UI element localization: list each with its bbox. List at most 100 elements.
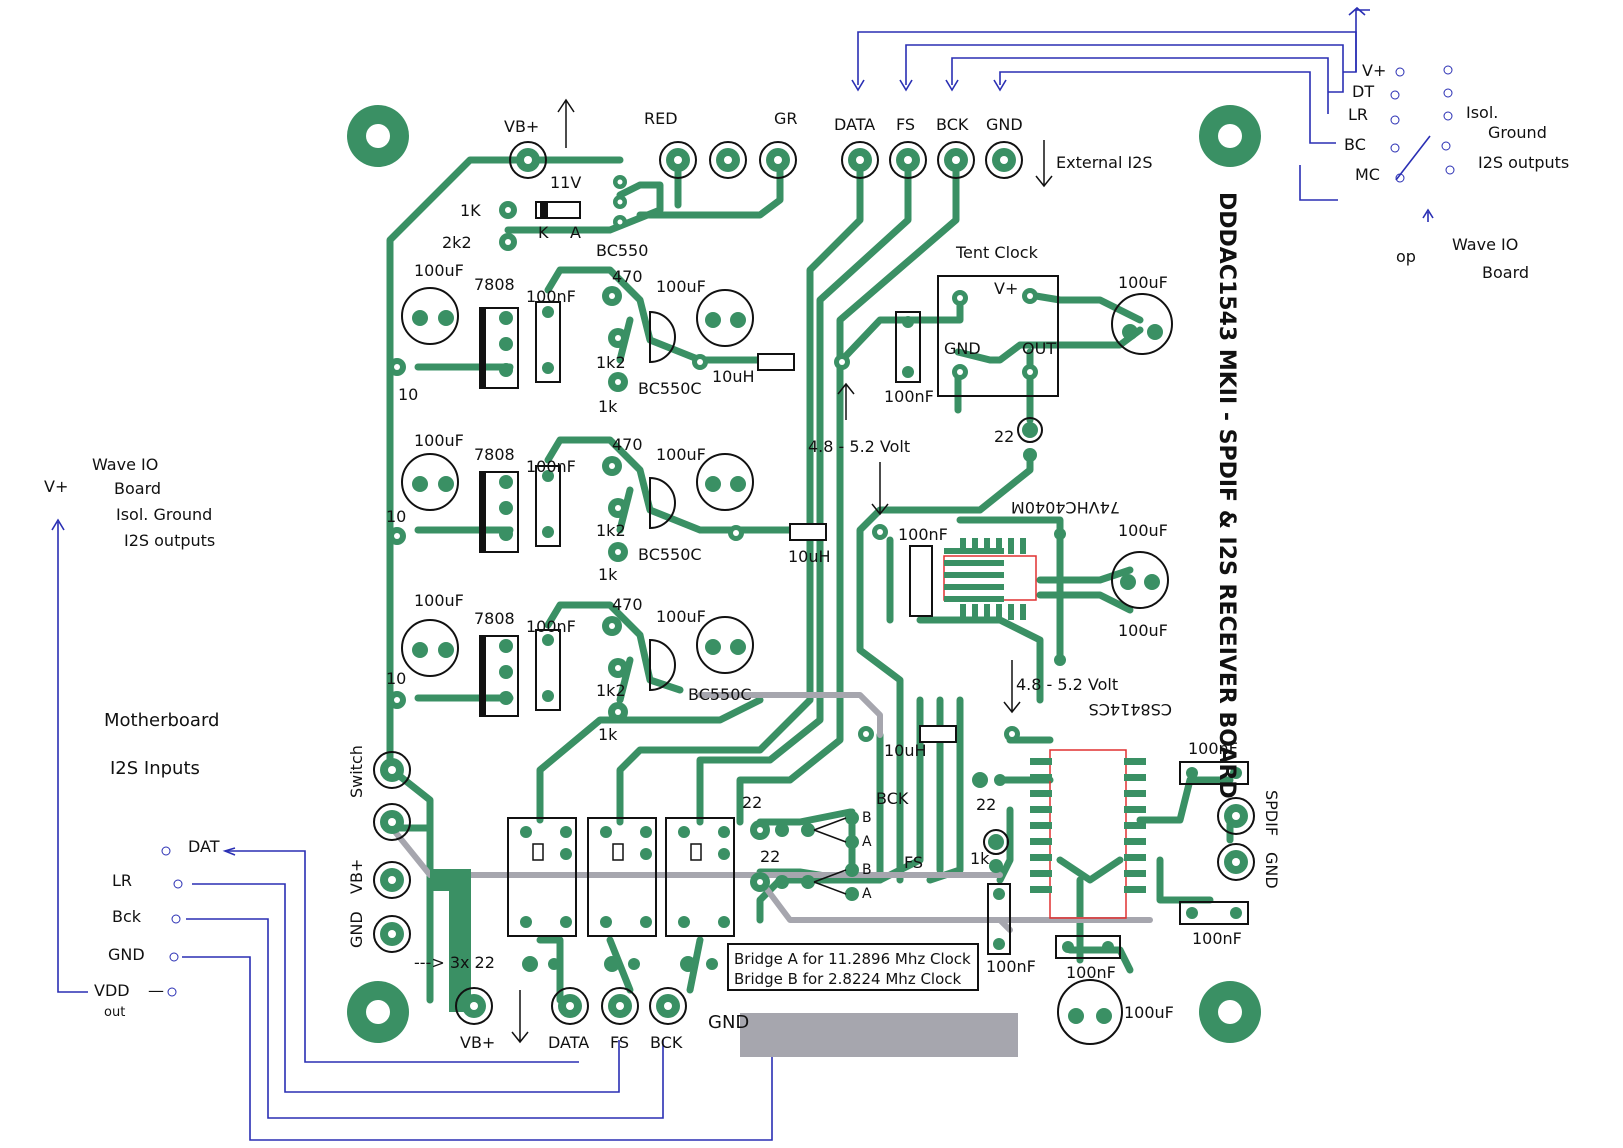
label-gnd-top: GND [986,115,1023,134]
cap-100nf-reg2 [535,465,561,547]
tent-clock-outline [937,275,1059,397]
bridge-note-box [727,943,979,991]
label-pin-a2: A [862,886,872,902]
cap-100uf-out3 [696,616,754,674]
label-bridge-b: Bridge B for 2.8224 Mhz Clock [734,970,962,988]
label-100nf-2: 100nF [526,457,576,476]
label-100nf-1: 100nF [526,287,576,306]
inductor-3 [919,725,957,743]
label-vb-left: VB+ [347,859,366,894]
label-tent-clock: Tent Clock [955,243,1039,262]
label-10-1: 10 [398,385,418,404]
label-22-rx: 22 [976,795,996,814]
label-10-3: 10 [386,669,406,688]
hw-dot [1390,143,1400,153]
label-7808-3: 7808 [474,609,515,628]
handwritten-notes: V+ DT LR BC MC Isol. Ground I2S outputs … [44,61,1569,1020]
label-bc550c-1: BC550C [638,379,702,398]
pad-vb-bottom [455,987,493,1025]
label-pin-b2: B [862,862,872,878]
hw-dot [1445,165,1455,175]
label-10uh-2: 10uH [788,547,831,566]
transistor-outline [649,638,676,692]
relay-3 [665,817,735,937]
label-voltage-1: 4.8 - 5.2 Volt [808,437,910,456]
cap-100nf-left [987,883,1011,955]
label-cap-in-2: 100uF [414,431,464,450]
hw-i2s-outputs: I2S outputs [1478,153,1569,172]
label-cap-in-1: 100uF [414,261,464,280]
regulator-7808-3 [479,635,519,717]
inductor-2 [789,523,827,541]
hw-dot [161,846,171,856]
label-7808-2: 7808 [474,445,515,464]
hw-left-vplus: V+ [44,477,68,496]
label-bc550: BC550 [596,241,648,260]
transistor-outline [649,310,676,364]
hw-dot [1395,173,1405,183]
hw-op: op [1396,247,1416,266]
label-cap-out-2: 100uF [656,445,706,464]
label-bridge-bck: BCK [876,789,909,808]
relay-1 [507,817,577,937]
label-7808-1: 7808 [474,275,515,294]
label-cap-in-3: 100uF [414,591,464,610]
label-bridge-fs: FS [904,853,923,872]
label-11v: 11V [550,173,581,192]
label-clock-vplus: V+ [994,279,1018,298]
hw-dot [173,879,183,889]
transistor-outline [649,476,676,530]
label-cap-out-1: 100uF [656,277,706,296]
pad-led-2 [709,141,747,179]
pad-led-3 [759,141,797,179]
label-10uh-3: 10uH [884,741,927,760]
label-clock-out: OUT [1022,339,1056,358]
pad-bck-top [937,141,975,179]
cap-100uf-clock [1111,293,1173,355]
inductor-1 [757,353,795,371]
label-100nf-mid: 100nF [898,525,948,544]
silkscreen-labels: VB+ RED GR DATA FS BCK GND External I2S … [347,98,1281,1052]
pad-data-bottom [551,987,589,1025]
label-fs-top: FS [896,115,915,134]
hw-gnd: GND [108,945,145,964]
label-22-bridge-1: 22 [742,793,762,812]
cap-100uf-reg2 [401,453,459,511]
label-bridge-a: Bridge A for 11.2896 Mhz Clock [734,950,971,968]
relay-2 [587,817,657,937]
label-100nf-left: 100nF [986,957,1036,976]
jumper-links [389,692,1153,1057]
pads [373,141,1255,1045]
chip-74vhc4040 [943,538,1037,620]
svg-text:—: — [148,981,164,1000]
mounting-holes [347,105,1261,1043]
label-1k-2: 1k [598,565,618,584]
hw-pin-dt: DT [1352,82,1374,101]
hw-left-wave-io: Wave IO [92,455,158,474]
label-1k2-3: 1k2 [596,681,626,700]
hw-bck: Bck [112,907,142,926]
hw-dot [1443,111,1453,121]
resistor-22-clock [1017,417,1043,462]
label-clock-gnd: GND [944,339,981,358]
cap-100nf-reg3 [535,629,561,711]
label-red: RED [644,109,678,128]
hw-dot [167,987,177,997]
cap-100nf-spdif-top [1179,761,1249,785]
gnd-plane [740,1013,1018,1057]
label-1k-rx: 1k [970,849,990,868]
pad-fs-bottom [601,987,639,1025]
label-bc550c-3: BC550C [688,685,752,704]
cap-100nf-mid [909,545,933,617]
pad-switch-2 [373,803,411,841]
label-pin-b1: B [862,810,872,826]
pad-gnd-top [985,141,1023,179]
hw-motherboard: Motherboard [104,710,219,731]
label-vb-top: VB+ [504,117,539,136]
pad-data-top [841,141,879,179]
cap-100uf-rx [1057,979,1123,1045]
pad-switch-1 [373,751,411,789]
label-clock-100uf: 100uF [1118,273,1168,292]
hw-left-board: Board [114,479,161,498]
pad-bck-bottom [649,987,687,1025]
